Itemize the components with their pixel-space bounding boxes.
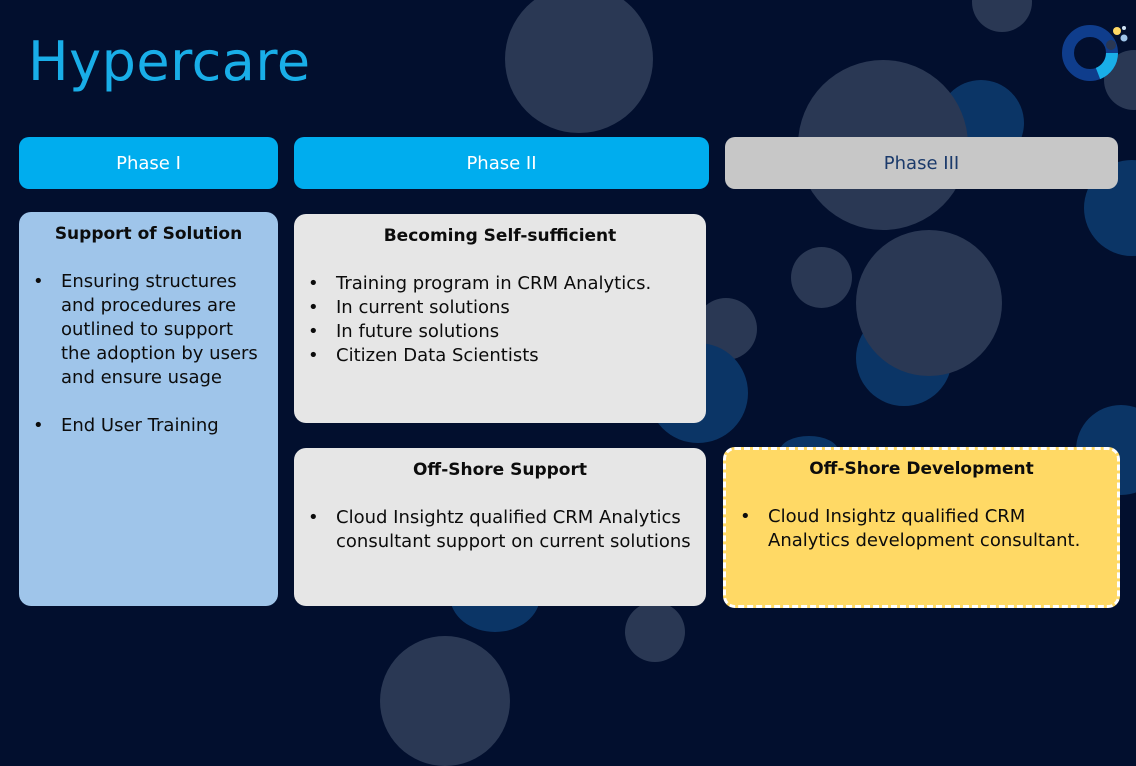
card-title: Becoming Self-sufficient [383, 226, 617, 246]
page-title: Hypercare [28, 30, 311, 93]
list-item: • Citizen Data Scientists [294, 344, 696, 368]
bg-bubble [625, 602, 685, 662]
card-title: Support of Solution [54, 224, 243, 244]
bullet-icon: • [308, 297, 319, 318]
bullet-icon: • [740, 506, 751, 527]
phase-label: Phase I [116, 152, 181, 174]
phase-header-2: Phase II [294, 137, 709, 189]
card-list: • Ensuring structures and procedures are… [19, 270, 264, 438]
list-item-text: Cloud Insightz qualified CRM Analytics d… [768, 506, 1081, 551]
bg-bubble [505, 0, 653, 133]
phase-header-3: Phase III [725, 137, 1118, 189]
card-title: Off-Shore Development [809, 459, 1034, 479]
bullet-icon: • [308, 345, 319, 366]
card-title: Off-Shore Support [412, 460, 587, 480]
brand-ring-logo-icon [1062, 25, 1128, 81]
bg-bubble [380, 636, 510, 766]
phase-label: Phase III [883, 152, 960, 174]
offshore-development-card: Off-Shore Development • Cloud Insightz q… [723, 447, 1120, 608]
list-item-text: Citizen Data Scientists [336, 345, 539, 366]
list-item-text: End User Training [61, 415, 219, 436]
phase-label: Phase II [466, 152, 537, 174]
card-list: • Cloud Insightz qualified CRM Analytics… [294, 506, 698, 554]
bullet-icon: • [33, 271, 44, 292]
offshore-support-card: Off-Shore Support • Cloud Insightz quali… [294, 448, 706, 606]
bullet-icon: • [308, 321, 319, 342]
bg-bubble [791, 247, 852, 308]
list-item: • Ensuring structures and procedures are… [19, 270, 264, 390]
support-of-solution-card: Support of Solution • Ensuring structure… [19, 212, 278, 606]
list-item: • In current solutions [294, 296, 696, 320]
list-item-text: Training program in CRM Analytics. [336, 273, 652, 294]
bullet-icon: • [308, 507, 319, 528]
list-item: • In future solutions [294, 320, 696, 344]
self-sufficient-card: Becoming Self-sufficient • Training prog… [294, 214, 706, 423]
card-list: • Cloud Insightz qualified CRM Analytics… [726, 505, 1097, 553]
list-item-text: Cloud Insightz qualified CRM Analytics c… [336, 507, 691, 552]
bullet-icon: • [308, 273, 319, 294]
list-item: • Training program in CRM Analytics. [294, 272, 696, 296]
phase-header-1: Phase I [19, 137, 278, 189]
list-item-text: In current solutions [336, 297, 510, 318]
bg-bubble [972, 0, 1032, 32]
card-list: • Training program in CRM Analytics. • I… [294, 272, 696, 368]
bullet-icon: • [33, 415, 44, 436]
list-item: • End User Training [19, 414, 264, 438]
list-item-text: In future solutions [336, 321, 500, 342]
list-item: • Cloud Insightz qualified CRM Analytics… [726, 505, 1097, 553]
bg-bubble [856, 230, 1002, 376]
list-item-text: Ensuring structures and procedures are o… [61, 271, 258, 388]
list-item: • Cloud Insightz qualified CRM Analytics… [294, 506, 698, 554]
